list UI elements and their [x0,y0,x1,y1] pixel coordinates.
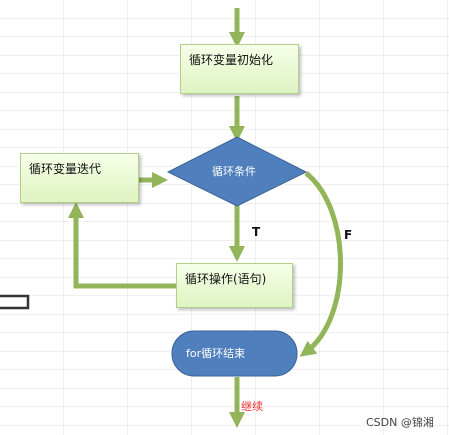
watermark: CSDN @锦湘 [366,416,434,429]
init-box-label: 循环变量初始化 [189,53,274,67]
iterate-box: 循环变量迭代 [20,153,139,203]
end-terminator [171,330,298,377]
body-box-label: 循环操作(语句) [185,272,267,286]
arrow-body-to-iterate [67,201,177,289]
init-box: 循环变量初始化 [180,44,299,94]
left-edge-glyph [0,294,30,310]
continue-label: 继续 [241,400,263,413]
condition-diamond [166,136,308,207]
body-box: 循环操作(语句) [176,263,293,308]
end-label: for循环结束 [186,347,246,360]
false-edge-label: F [344,228,353,242]
iterate-box-label: 循环变量迭代 [29,162,102,176]
condition-label: 循环条件 [212,165,256,178]
true-edge-label: T [252,225,261,239]
arrow-condition-false-to-end [299,171,343,357]
